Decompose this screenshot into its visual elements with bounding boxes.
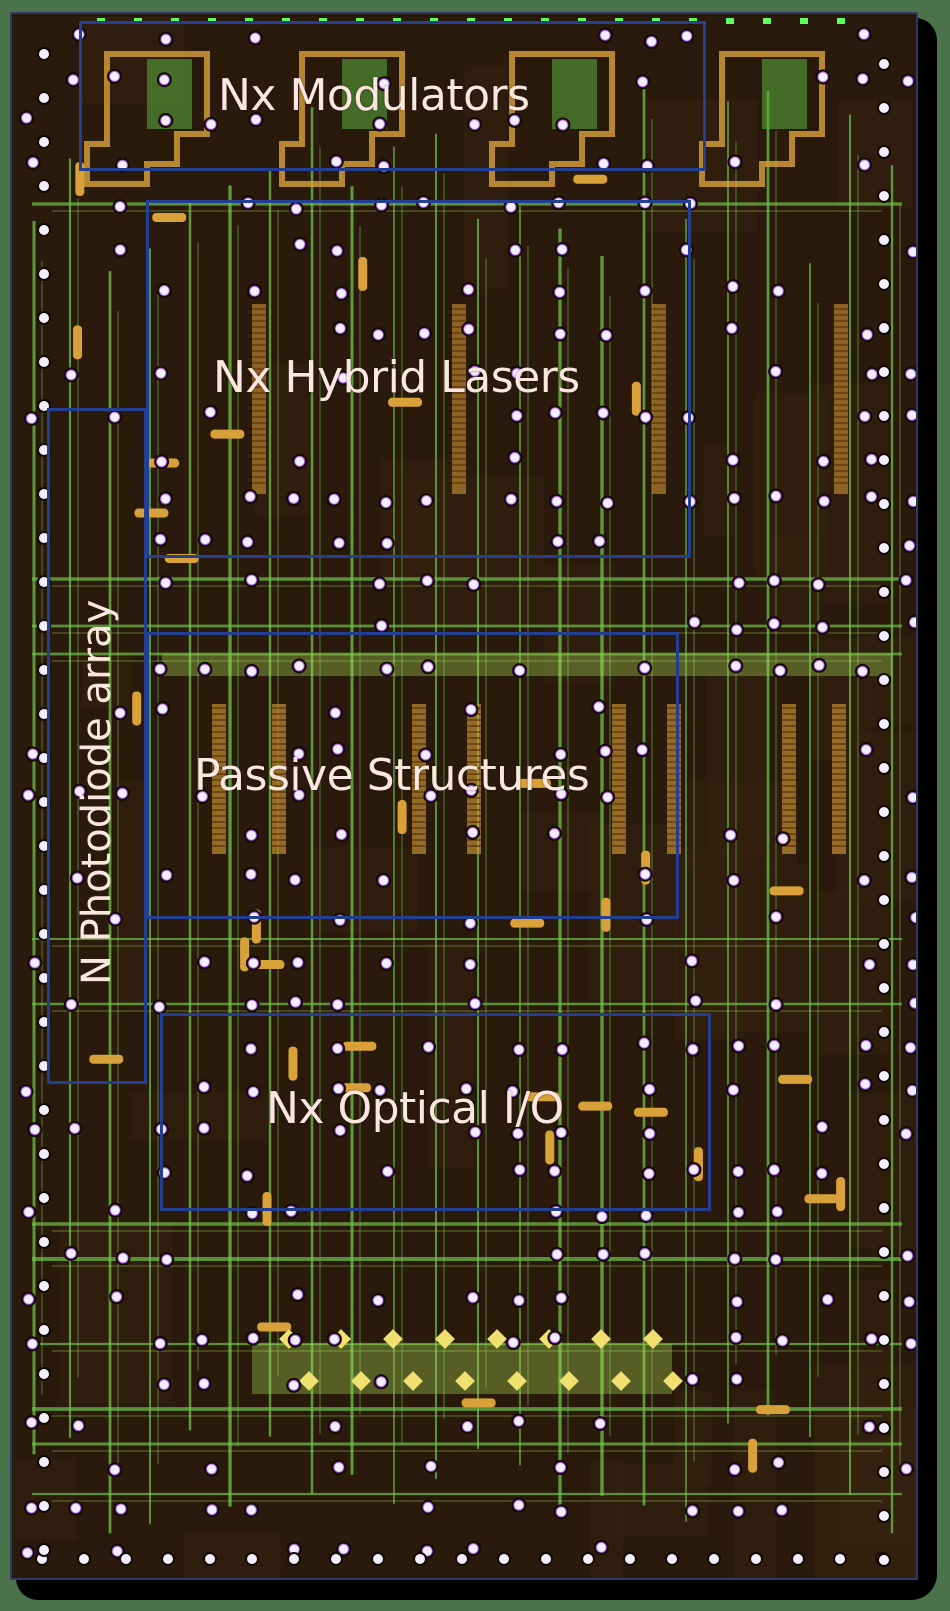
region-box-photodiode-array	[47, 408, 147, 1084]
region-box-optical-io	[160, 1013, 711, 1211]
region-box-passive-structures	[146, 632, 679, 919]
region-box-hybrid-lasers	[146, 200, 691, 558]
label-hybrid-lasers: Nx Hybrid Lasers	[213, 352, 580, 403]
chip-die-photo	[10, 12, 918, 1580]
label-passive-structures: Passive Structures	[194, 750, 590, 801]
label-modulators: Nx Modulators	[218, 70, 530, 121]
chip-circuitry-illustration	[12, 16, 916, 1578]
region-box-modulators	[79, 21, 706, 171]
label-optical-io: Nx Optical I/O	[266, 1083, 564, 1134]
label-photodiode-array: N Photodiode array	[74, 599, 120, 985]
